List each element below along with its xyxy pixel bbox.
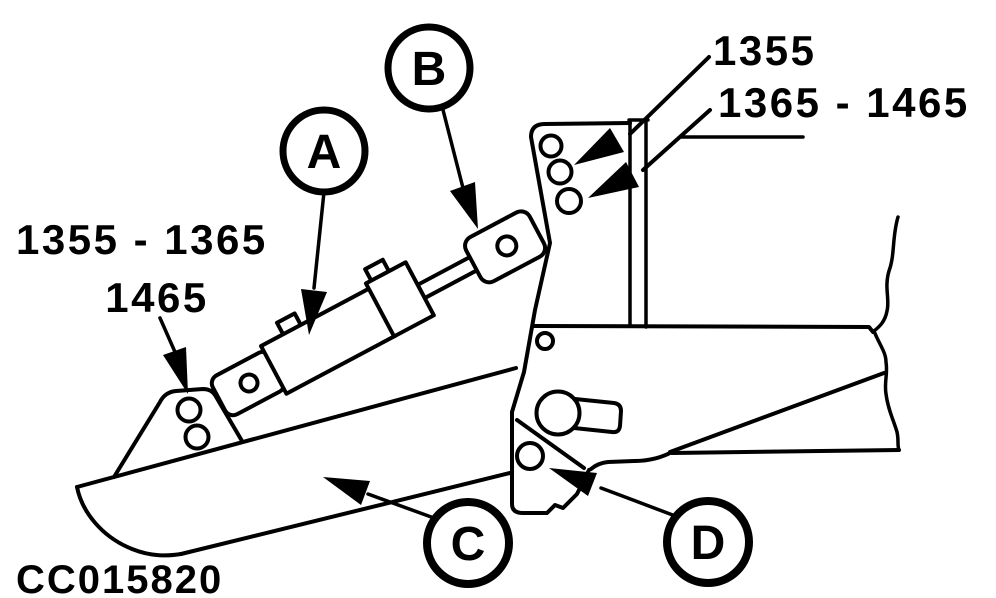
beam-left-end xyxy=(75,485,183,558)
figure-code: CC015820 xyxy=(16,558,223,598)
callout-letter-d: D xyxy=(691,517,726,570)
frame-corner-hook xyxy=(589,450,674,471)
leader-1365-1465 xyxy=(641,108,712,172)
arrowhead-a xyxy=(301,289,327,335)
label-topright-line2: 1365 - 1465 xyxy=(718,79,970,126)
beam-top-edge xyxy=(75,366,518,489)
callout-letter-c: C xyxy=(451,518,486,571)
label-left-line2: 1465 xyxy=(105,274,208,321)
label-left-line1: 1355 - 1365 xyxy=(16,216,268,263)
cylinder-head xyxy=(363,260,436,339)
callout-circle-a xyxy=(279,106,369,196)
bracket-outline xyxy=(112,387,244,479)
arrowhead-1355 xyxy=(574,128,624,165)
arrowhead-b xyxy=(450,182,478,229)
arrowhead-d xyxy=(549,468,597,496)
plate-slant-edge xyxy=(515,418,586,470)
pivot-pin-lug xyxy=(572,397,623,435)
leader-1355 xyxy=(628,55,711,136)
plate-bolt-bottom xyxy=(555,187,583,215)
leader-arrows xyxy=(158,55,712,520)
bolt-hole-lower xyxy=(183,423,211,451)
arrowhead-c xyxy=(323,477,370,505)
frame-bottom-edge xyxy=(670,448,901,455)
label-topright-line1: 1355 xyxy=(713,27,816,74)
loader-arm-beam xyxy=(75,366,518,558)
chassis-frame xyxy=(532,118,901,471)
plate-outline xyxy=(510,121,632,515)
callout-circle-c xyxy=(423,498,513,588)
frame-top-edge xyxy=(532,324,875,334)
leader-a xyxy=(312,190,326,290)
callout-letter-a: A xyxy=(307,126,342,179)
callout-letter-b: B xyxy=(412,43,447,96)
leader-1465 xyxy=(158,316,177,354)
arrowhead-1465 xyxy=(163,347,188,394)
bolt-hole-upper xyxy=(175,396,203,424)
part-number-labels: 1355 - 1365 1465 1355 1365 - 1465 xyxy=(16,27,970,321)
leader-b xyxy=(440,104,465,190)
callout-circle-d xyxy=(663,497,753,587)
frame-diagonal-edge xyxy=(668,371,886,454)
beam-bottom-edge xyxy=(179,471,512,556)
base-eye-hole xyxy=(238,372,260,394)
callout-balloons: A B C D xyxy=(279,23,753,588)
left-mount-bracket xyxy=(112,387,244,479)
frame-break-edge xyxy=(872,215,901,452)
plate-hole-top xyxy=(538,133,564,159)
pivot-bolt-d xyxy=(515,441,545,471)
frame-post xyxy=(627,118,650,329)
hydraulic-cylinder xyxy=(209,209,548,418)
pivot-plate xyxy=(510,121,632,515)
callout-circle-b xyxy=(384,23,474,113)
pivot-pin-head xyxy=(534,389,582,437)
clevis-hole xyxy=(495,234,519,258)
leader-c xyxy=(366,492,436,520)
plate-bolt-middle xyxy=(546,158,574,186)
frame-small-hole xyxy=(535,331,555,351)
leader-d xyxy=(599,486,680,519)
arrowhead-1365-1465 xyxy=(588,162,639,198)
